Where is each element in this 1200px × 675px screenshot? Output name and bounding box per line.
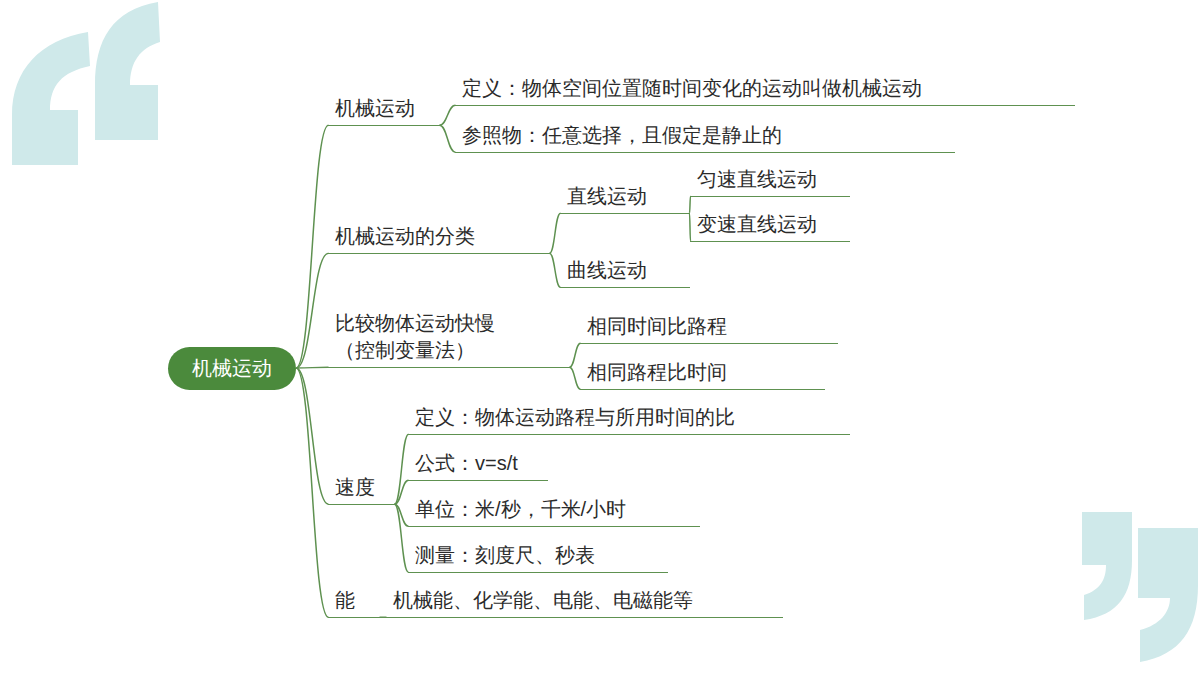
topic-text: 机械运动 <box>335 95 434 122</box>
branch-connector <box>296 125 329 368</box>
quote-glyph <box>1138 528 1198 662</box>
topic-text: 参照物：任意选择，且假定是静止的 <box>462 122 949 149</box>
topic-text: 公式：v=s/t <box>415 450 542 477</box>
branch-topic: 相同路程比时间 <box>580 359 825 390</box>
root-topic: 机械运动 <box>168 347 296 390</box>
branch-connector <box>550 213 561 253</box>
quote-glyph <box>1082 512 1132 620</box>
branch-topic: 机械运动的分类 <box>328 223 550 254</box>
branch-topic: 公式：v=s/t <box>408 450 548 481</box>
topic-text: 速度 <box>335 474 389 501</box>
close-quote-mark <box>1082 512 1198 662</box>
branch-topic: 参照物：任意选择，且假定是静止的 <box>455 122 955 153</box>
quote-glyph <box>95 2 160 140</box>
branch-connector <box>296 368 329 617</box>
topic-text: 相同路程比时间 <box>587 359 819 386</box>
branch-connector <box>570 343 581 367</box>
topic-text: 曲线运动 <box>567 257 684 284</box>
topic-text: 单位：米/秒，千米/小时 <box>415 496 694 523</box>
branch-connector <box>296 367 329 369</box>
branch-topic: 曲线运动 <box>560 257 690 288</box>
branch-connector <box>395 434 409 504</box>
branch-connector <box>395 504 409 572</box>
branch-topic: 机械能、化学能、电能、电磁能等 <box>386 587 783 618</box>
topic-text: 定义：物体空间位置随时间变化的运动叫做机械运动 <box>462 75 1069 102</box>
topic-text: 比较物体运动快慢 （控制变量法） <box>335 310 513 364</box>
topic-text: 相同时间比路程 <box>587 313 832 340</box>
branch-topic: 比较物体运动快慢 （控制变量法） <box>328 310 570 368</box>
branch-connector <box>440 105 456 125</box>
topic-text: 机械运动的分类 <box>335 223 544 250</box>
branch-topic: 测量：刻度尺、秒表 <box>408 542 668 573</box>
branch-topic: 速度 <box>328 474 395 505</box>
branch-topic: 单位：米/秒，千米/小时 <box>408 496 700 527</box>
topic-text: 机械运动 <box>192 355 272 382</box>
topic-text: 变速直线运动 <box>697 211 844 238</box>
quote-glyph <box>12 32 90 165</box>
topic-text: 机械能、化学能、电能、电磁能等 <box>393 587 777 614</box>
branch-topic: 匀速直线运动 <box>690 166 850 197</box>
branch-topic: 能 <box>328 587 380 618</box>
branch-topic: 直线运动 <box>560 183 690 214</box>
topic-text: 能 <box>335 587 374 614</box>
branch-connector <box>570 367 581 389</box>
branch-topic: 机械运动 <box>328 95 440 126</box>
topic-text: 测量：刻度尺、秒表 <box>415 542 662 569</box>
topic-text: 匀速直线运动 <box>697 166 844 193</box>
branch-topic: 定义：物体运动路程与所用时间的比 <box>408 404 850 435</box>
branch-connector <box>395 480 409 504</box>
branch-connector <box>550 253 561 287</box>
branch-connector <box>440 125 456 152</box>
branch-topic: 定义：物体空间位置随时间变化的运动叫做机械运动 <box>455 75 1075 106</box>
branch-topic: 变速直线运动 <box>690 211 850 242</box>
branch-topic: 相同时间比路程 <box>580 313 838 344</box>
topic-text: 定义：物体运动路程与所用时间的比 <box>415 404 844 431</box>
branch-connector <box>296 253 329 368</box>
topic-text: 直线运动 <box>567 183 684 210</box>
open-quote-mark <box>12 2 160 165</box>
